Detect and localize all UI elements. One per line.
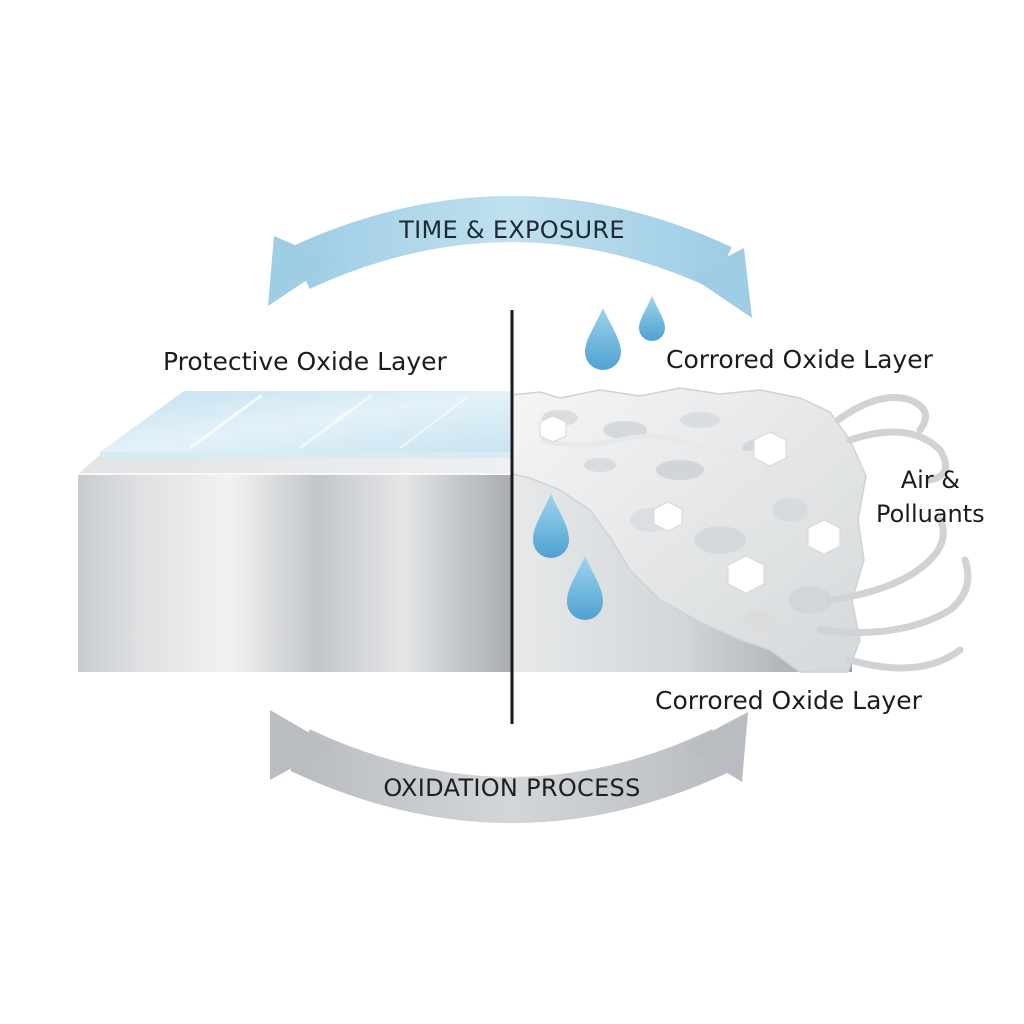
corroded-oxide-label-top: Corrored Oxide Layer [666,345,933,374]
oxidation-process-label: OXIDATION PROCESS [383,774,641,802]
air-pollutants-label: Air & Polluants [876,463,985,531]
corroded-oxide-label-bottom: Corrored Oxide Layer [655,686,922,715]
air-label-line1: Air & [900,466,960,494]
corroded-metal-block [511,387,867,673]
wind-swirl-icon [816,394,972,672]
water-drop-icon [533,296,665,620]
crystal-icon [539,415,841,594]
time-exposure-label: TIME & EXPOSURE [399,216,625,244]
air-label-line2: Polluants [876,500,985,528]
protective-oxide-label: Protective Oxide Layer [163,347,447,376]
intact-metal-block [78,391,512,672]
oxidation-process-arrow [270,710,748,823]
time-exposure-arrow [268,196,752,318]
